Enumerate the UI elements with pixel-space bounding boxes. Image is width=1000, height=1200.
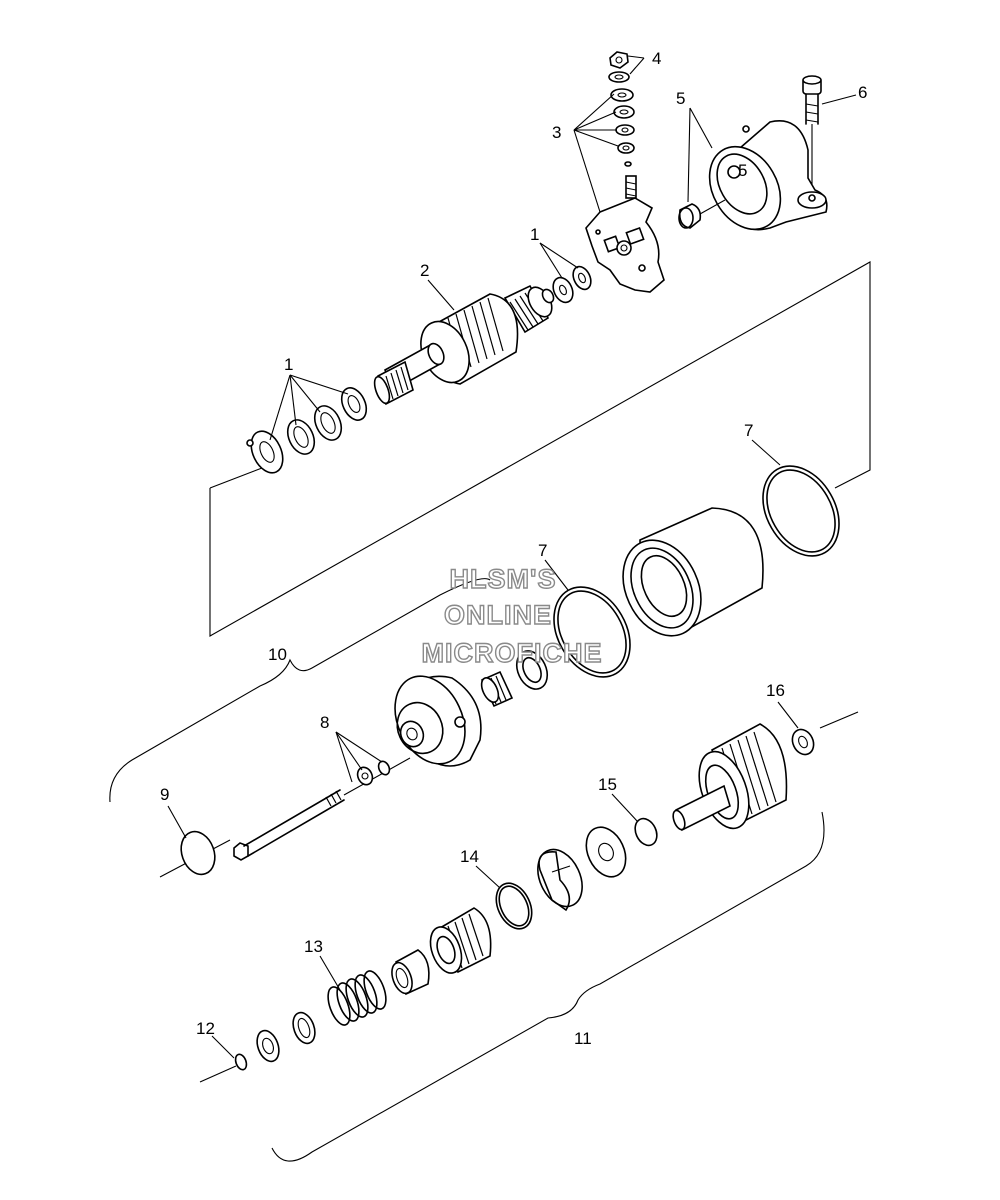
callout-7-lower: 7 (538, 541, 547, 560)
callout-16: 16 (766, 681, 785, 700)
armature (373, 284, 555, 406)
o-rings (553, 465, 840, 678)
watermark: HLSM'S ONLINE MICROFICHE (421, 563, 603, 668)
callout-3: 3 (552, 123, 561, 142)
callout-7-upper: 7 (744, 421, 753, 440)
end-cover-housing (708, 120, 828, 231)
callout-9: 9 (160, 785, 169, 804)
end-cap (159, 830, 231, 878)
bushing-part (678, 199, 726, 229)
callout-1-lower: 1 (284, 355, 293, 374)
snap-ring-15 (634, 817, 658, 847)
watermark-line-3: MICROFICHE (422, 638, 603, 668)
yoke-housing (622, 507, 764, 637)
callout-labels: 4 3 5 5 6 1 2 1 7 7 10 8 9 16 15 14 13 1… (160, 49, 867, 1048)
leader-lines (167, 55, 857, 1059)
pinion-gear (429, 907, 492, 974)
callout-8: 8 (320, 713, 329, 732)
ring-14 (495, 882, 533, 930)
callout-15: 15 (598, 775, 617, 794)
bearing-and-seal (480, 650, 549, 708)
terminal-nut-washer-stack (608, 51, 635, 167)
stop-washer (256, 1029, 280, 1063)
callout-13: 13 (304, 937, 323, 956)
callout-12: 12 (196, 1019, 215, 1038)
brush-plate (585, 175, 665, 293)
thrust-washers-upper (552, 265, 592, 304)
bolt-part (802, 75, 822, 195)
callout-11: 11 (574, 1029, 592, 1048)
bracket-11 (271, 811, 825, 1162)
callout-6: 6 (858, 83, 867, 102)
watermark-line-2: ONLINE (444, 600, 552, 630)
armature-group-outline (209, 261, 871, 637)
through-bolts (233, 757, 411, 861)
sleeve (391, 949, 430, 996)
snap-ring-12 (199, 1053, 248, 1083)
callout-14: 14 (460, 847, 479, 866)
callout-5-inner: 5 (738, 161, 747, 180)
washer-16 (791, 728, 815, 756)
callout-10: 10 (268, 645, 287, 664)
watermark-line-1: HLSM'S (450, 564, 557, 594)
callout-4: 4 (652, 49, 661, 68)
callout-1-upper: 1 (530, 225, 539, 244)
clutch-shoes (537, 848, 583, 912)
spring-seat (292, 1011, 316, 1045)
callout-5: 5 (676, 89, 685, 108)
drive-end-housing (394, 675, 482, 767)
callout-2: 2 (420, 261, 429, 280)
pinion-thrust-washer (585, 826, 627, 878)
bracket-10 (109, 578, 491, 803)
pinion-shaft (672, 711, 859, 832)
thrust-washers-lower (246, 387, 368, 474)
spring-13 (327, 970, 387, 1026)
